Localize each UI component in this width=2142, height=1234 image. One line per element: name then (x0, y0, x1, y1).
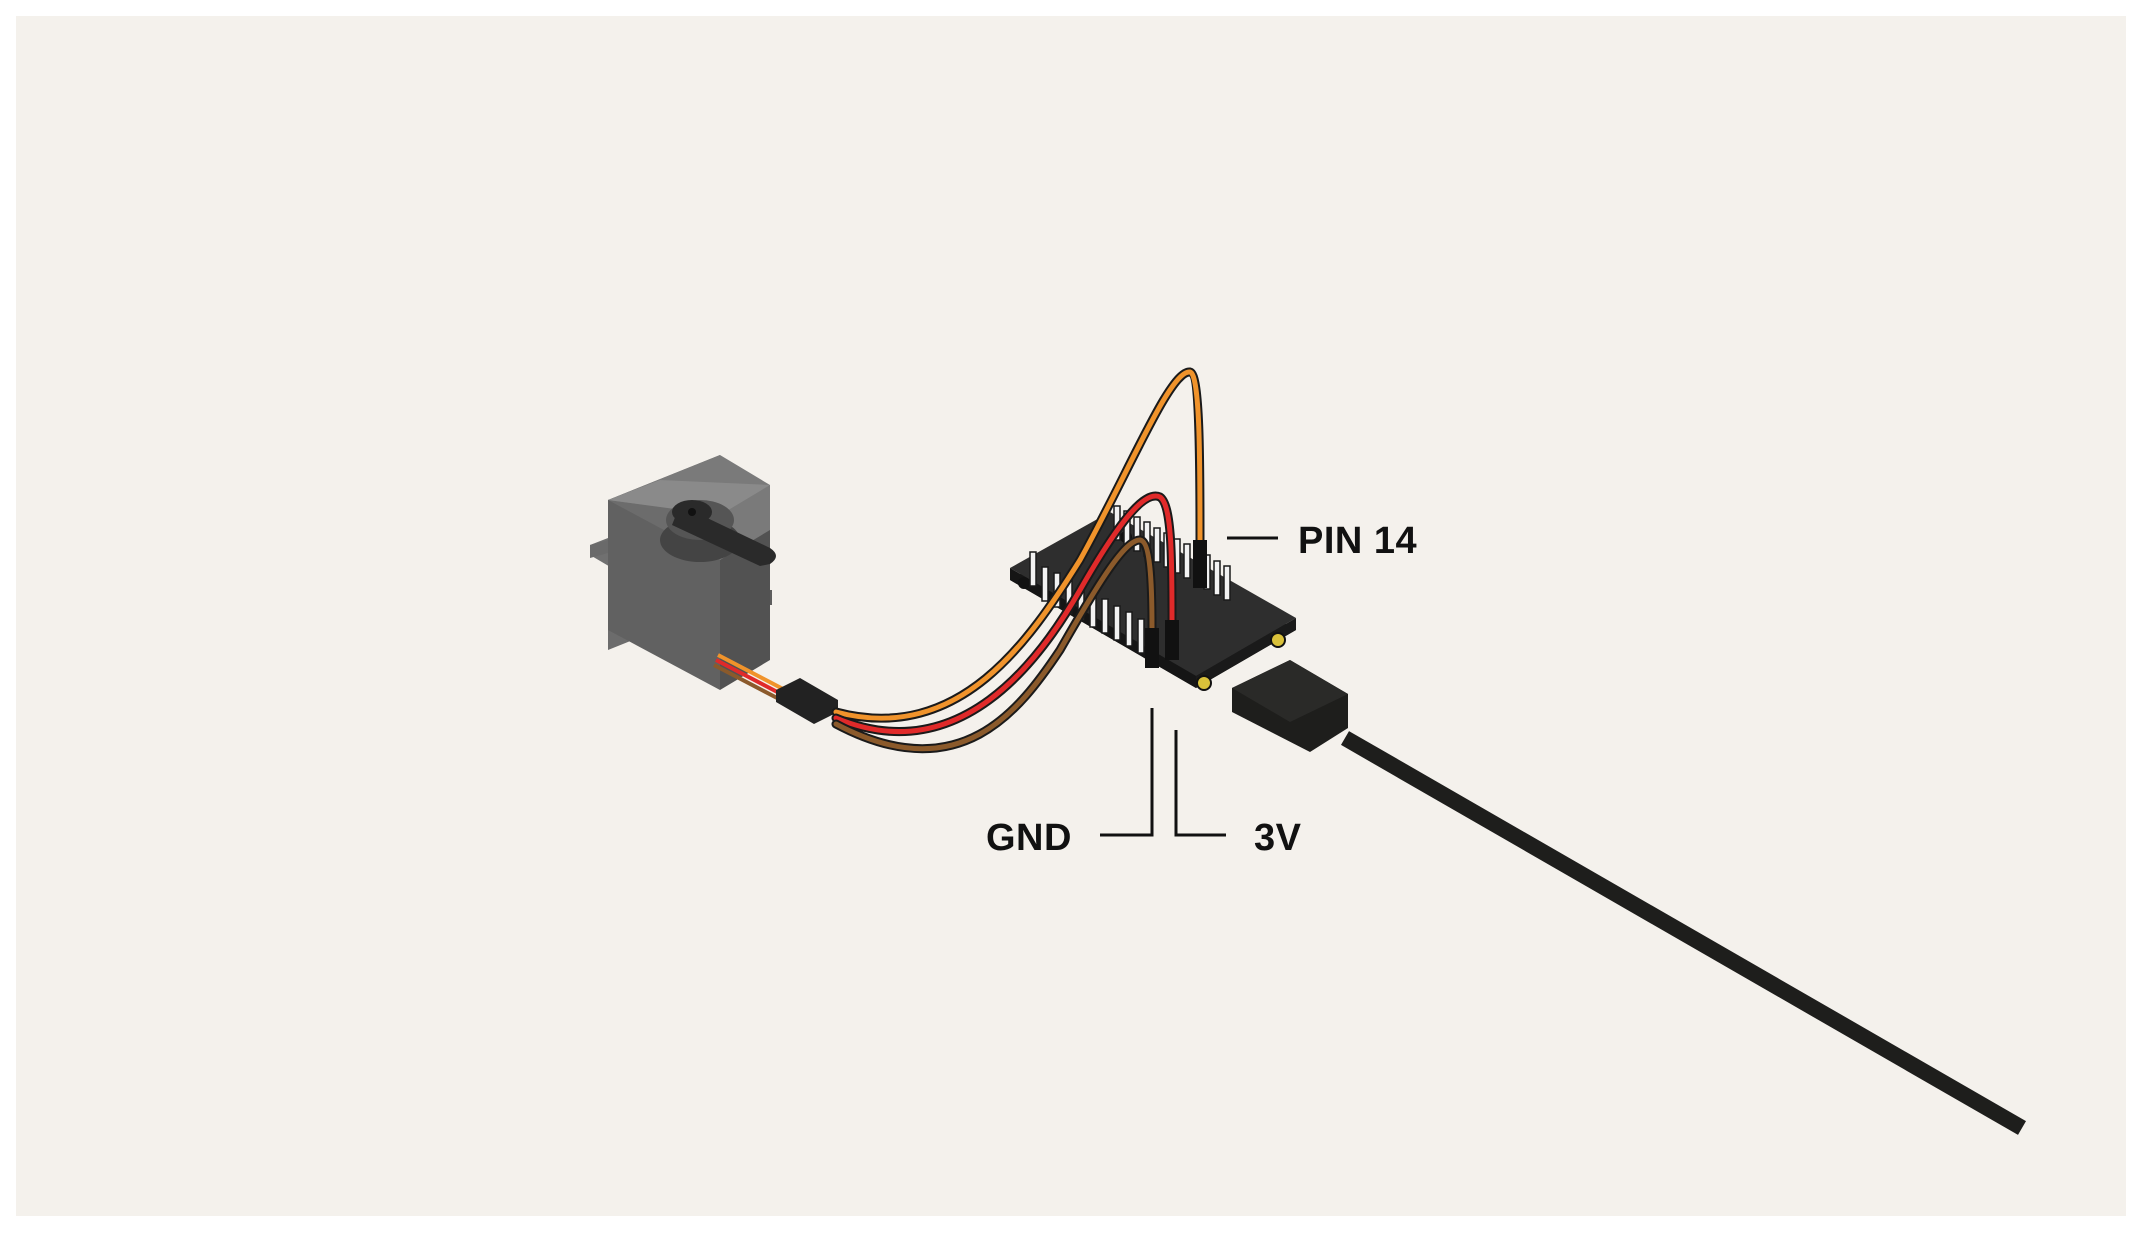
gold-pad (1270, 632, 1286, 648)
servo-connector (776, 678, 838, 724)
jumper-wires (831, 367, 1205, 754)
usb-cable (1232, 660, 2026, 1135)
leader-lines (1100, 536, 1278, 837)
3v-label: 3V (1254, 817, 1302, 859)
servo-motor (590, 455, 776, 690)
servo-lead (713, 653, 786, 702)
mounting-hole (1018, 577, 1030, 589)
gnd-label: GND (986, 817, 1072, 859)
diagram-background (16, 16, 2126, 1216)
gold-pad (1196, 675, 1212, 691)
jumper-plugs (1145, 540, 1207, 668)
pin14-label: PIN 14 (1298, 520, 1417, 562)
